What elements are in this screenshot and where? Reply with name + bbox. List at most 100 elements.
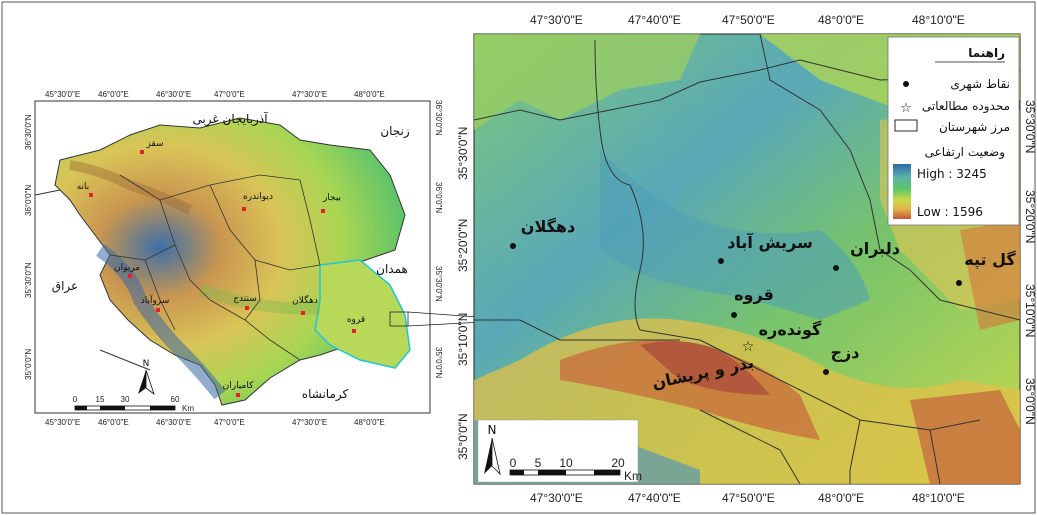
scale-tick: 20 (611, 456, 625, 470)
neighbor-azerbaijan: آذربایجان غربی (192, 111, 268, 127)
coord-label: 45°30'0"E (45, 418, 80, 427)
scale-tick: 0 (73, 395, 78, 404)
coord-label: 36°30'0"N (434, 100, 443, 136)
coord-label: 35°30'0"N (456, 127, 470, 180)
scale-tick: 30 (121, 395, 130, 404)
coord-label: 48°0'0"E (818, 13, 864, 27)
coord-label: 35°30'0"N (434, 266, 443, 302)
scale-unit: Km (182, 404, 194, 413)
neighbor-zanjan: زنجان (380, 124, 410, 139)
scale-unit: Km (624, 469, 642, 483)
left-scale-bar: 0 15 30 60 Km (73, 395, 195, 413)
city-marker (242, 207, 246, 211)
coord-label: 46°30'0"E (156, 418, 191, 427)
left-right-coords: 36°30'0"N 36°0'0"N 35°30'0"N 35°0'0"N (434, 100, 443, 378)
border-swatch-icon (894, 119, 918, 132)
city-point (833, 265, 839, 271)
coord-label: 47°50'0"E (722, 13, 775, 27)
coord-label: 35°0'0"N (1023, 378, 1037, 425)
coord-label: 47°0'0"E (214, 418, 245, 427)
central-valley (600, 150, 870, 320)
coord-label: 45°30'0"E (45, 90, 80, 99)
right-map: 47°30'0"E 47°40'0"E 47°50'0"E 48°0'0"E 4… (456, 13, 1037, 505)
legend-high: High : 3245 (917, 167, 987, 181)
study-area-outline (314, 259, 411, 369)
city-marker (140, 150, 144, 154)
highest-peaks (640, 341, 770, 395)
zagros-highland (96, 244, 226, 400)
city-qorveh: قروه (347, 315, 365, 325)
right-left-coords: 35°30'0"N 35°20'0"N 35°10'0"N 35°0'0"N (456, 127, 470, 460)
badr-peaks (560, 340, 820, 440)
county-borders (109, 174, 321, 361)
neighbor-kermanshah: کرمانشاه (302, 387, 349, 402)
city-marker (321, 209, 325, 213)
left-bottom-coords: 45°30'0"E 46°0'0"E 46°30'0"E 47°0'0"E 47… (45, 418, 385, 427)
north-arrow-icon (145, 369, 155, 396)
city-point (510, 243, 516, 249)
legend-study-area: محدوده مطالعاتی (922, 99, 1010, 114)
north-arrow-icon (138, 370, 146, 394)
coord-label: 35°20'0"N (456, 219, 470, 272)
legend-low: Low : 1596 (917, 205, 983, 219)
central-plain (198, 284, 321, 315)
iraq-border (34, 189, 61, 196)
left-north-arrow: N (138, 359, 155, 396)
city-baneh: بانه (77, 182, 90, 192)
city-sarvabad: سروآباد (141, 294, 170, 306)
north-arrow-icon (484, 438, 492, 474)
coord-label: 48°0'0"E (354, 418, 385, 427)
coord-label: 47°30'0"E (292, 90, 327, 99)
coord-label: 35°30'0"N (24, 262, 33, 298)
city-marker (236, 393, 240, 397)
left-top-coords: 45°30'0"E 46°0'0"E 46°30'0"E 47°0'0"E 47… (45, 90, 385, 99)
place-dehgolan: دهگلان (521, 217, 575, 236)
coord-label: 46°30'0"E (156, 90, 191, 99)
coord-label: 35°10'0"N (456, 313, 470, 366)
city-marker (352, 329, 356, 333)
coord-label: 47°30'0"E (530, 491, 583, 505)
city-divandarreh: دیواندره (243, 192, 273, 202)
coord-label: 48°10'0"E (912, 491, 965, 505)
scale-tick: 60 (171, 395, 180, 404)
city-point (823, 369, 829, 375)
coord-label: 46°0'0"E (98, 418, 129, 427)
place-goltappeh: گل تپه (964, 250, 1016, 270)
scale-tick: 0 (510, 456, 517, 470)
coord-label: 48°0'0"E (818, 491, 864, 505)
city-marker (245, 306, 249, 310)
coord-label: 35°30'0"N (1023, 100, 1037, 153)
southeast-peaks (910, 390, 1020, 484)
city-marker (156, 308, 160, 312)
place-serishabad: سریش آباد (727, 232, 813, 252)
elevation-ramp (893, 164, 911, 219)
coord-label: 48°10'0"E (912, 13, 965, 27)
city-saqqez: سقز (145, 139, 163, 149)
place-gonvandareh: گونده‌ره (759, 320, 822, 339)
coord-label: 35°0'0"N (24, 349, 33, 380)
city-dehgolan: دهگلان (292, 294, 318, 306)
place-delbaran: دلبران (850, 239, 900, 258)
south-border (99, 349, 151, 371)
north-label: N (488, 423, 497, 437)
right-top-coords: 47°30'0"E 47°40'0"E 47°50'0"E 48°0'0"E 4… (530, 13, 965, 27)
city-point (956, 280, 962, 286)
coord-label: 36°0'0"N (24, 185, 33, 216)
city-bijar: بیجار (322, 193, 341, 203)
coord-label: 47°40'0"E (628, 13, 681, 27)
coord-label: 36°30'0"N (24, 114, 33, 150)
coord-label: 47°50'0"E (722, 491, 775, 505)
legend-county-border: مرز شهرستان (939, 120, 1010, 135)
right-bottom-coords: 47°30'0"E 47°40'0"E 47°50'0"E 48°0'0"E 4… (530, 491, 965, 505)
right-north-scale-box: N 0 5 10 20 Km (477, 419, 642, 483)
coord-label: 48°0'0"E (354, 90, 385, 99)
left-side-coords: 36°30'0"N 36°0'0"N 35°30'0"N 35°0'0"N (24, 114, 33, 380)
city-marker (301, 311, 305, 315)
coord-label: 35°0'0"N (456, 413, 470, 460)
left-map: 45°30'0"E 46°0'0"E 46°30'0"E 47°0'0"E 47… (24, 90, 443, 427)
north-label: N (143, 359, 150, 369)
north-plain (474, 34, 700, 130)
legend-title: راهنما (968, 46, 1005, 60)
